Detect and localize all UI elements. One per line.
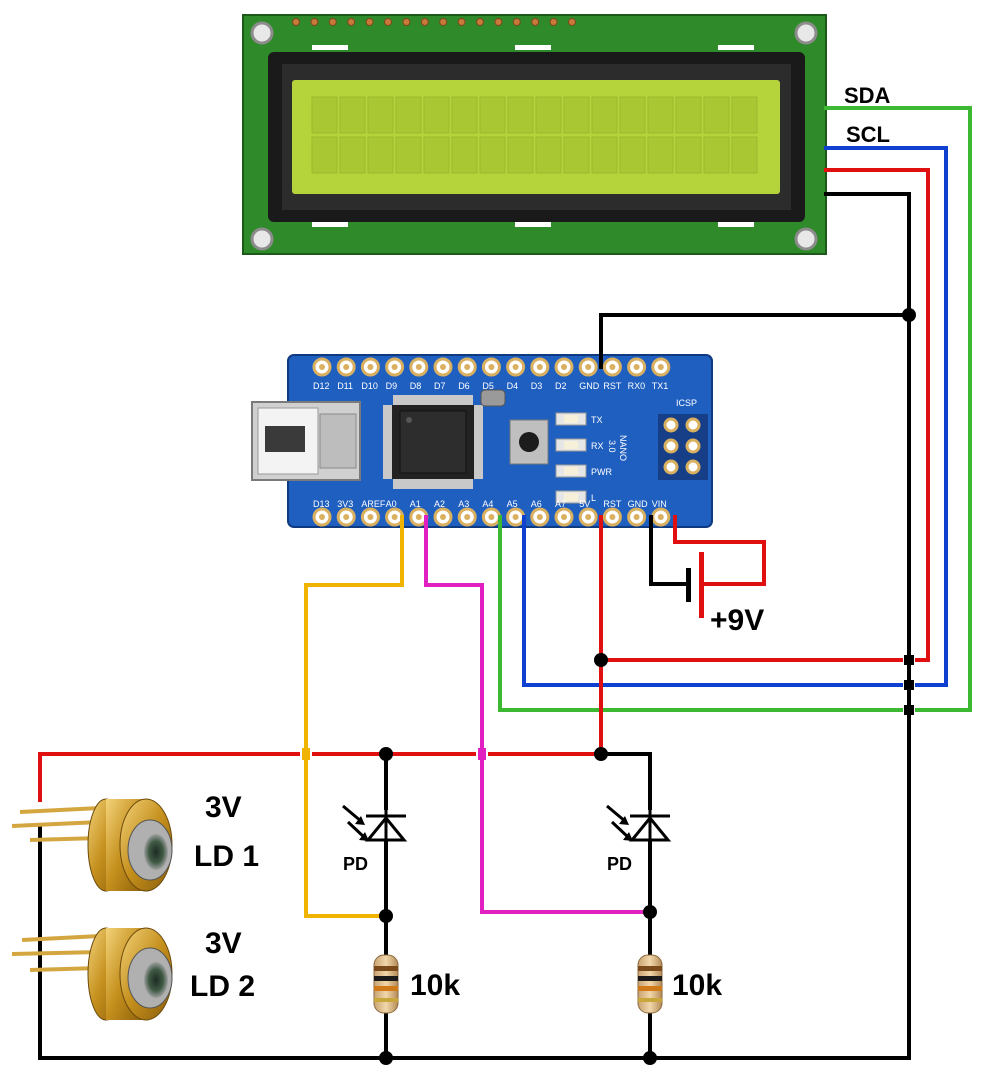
top-pin-label: D8 [410,381,422,391]
ld2-voltage: 3V [205,927,242,960]
junctions [379,308,916,1065]
vcc-rail-black [599,752,652,1060]
board-version: 3.0 [607,440,617,453]
led-label: PWR [591,467,612,477]
scl-wire [522,146,948,687]
lcd-header-pins [292,18,576,26]
ld1-name: LD 1 [194,840,259,873]
bottom-pin-label: A3 [458,499,469,509]
a0-wire [304,515,404,918]
arduino-nano: TX RX PWR L ICSP NANO 3.0 D12 D11 D10 D9 D8 D7 D6… [251,354,713,528]
bottom-pin-label: A7 [555,499,566,509]
ld1-voltage: 3V [205,791,242,824]
r1-label: 10k [410,969,460,1002]
bottom-pin-label: AREF [361,499,386,509]
top-pin-label: D2 [555,381,567,391]
battery-pos-wire [673,515,766,586]
laser-diode-2: 3V LD 2 [11,927,255,1021]
ld2-name: LD 2 [190,970,255,1003]
photodiode-2: PD [606,800,672,874]
bottom-pin-label: D13 [313,499,330,509]
bottom-pin-label: A0 [386,499,397,509]
battery-label: +9V [710,604,764,637]
battery-neg-wire [649,515,690,586]
sda-wire [498,106,972,712]
led-label: RX [591,441,604,451]
top-pin-label: D5 [482,381,494,391]
lcd-module [242,14,827,255]
pd2-label: PD [607,854,632,874]
a1-wire [424,515,652,914]
sda-label: SDA [844,83,891,108]
nano-gnd-wire [599,313,911,369]
bottom-pin-label: A2 [434,499,445,509]
top-pin-label: D10 [361,381,378,391]
resistor-2: 10k [637,954,722,1014]
usb-connector [251,401,361,481]
mcu-chip [383,395,483,489]
lcd-gnd-wire [38,192,911,1060]
top-pin-label: D11 [337,381,353,391]
bottom-pin-label: GND [628,499,649,509]
bottom-pin-label: A5 [507,499,518,509]
top-pin-label: D6 [458,381,470,391]
bottom-pin-label: A6 [531,499,542,509]
bottom-pin-label: A1 [410,499,421,509]
r2-label: 10k [672,969,722,1002]
bottom-pin-label: 3V3 [337,499,353,509]
lcd-vcc-wire [599,168,930,662]
board-name: NANO [618,435,628,461]
top-pin-label: D9 [386,381,398,391]
led-label: TX [591,415,603,425]
top-pin-label: D3 [531,381,543,391]
bottom-pin-label: VIN [652,499,667,509]
board-text: NANO 3.0 [607,435,628,461]
pd1-label: PD [343,854,368,874]
battery-symbol: +9V [686,552,764,637]
led-label: L [591,493,596,503]
icsp-header: ICSP [658,398,708,480]
vcc-rail-red [38,752,603,802]
laser-diode-1: 3V LD 1 [11,791,259,892]
scl-label: SCL [846,122,890,147]
top-pin-label: RST [603,381,622,391]
top-pin-label: D7 [434,381,446,391]
lcd-character-cells [311,96,758,174]
top-pin-label: GND [579,381,600,391]
top-pin-label: D4 [507,381,519,391]
status-leds: TX RX PWR L [555,412,612,504]
photodiode-1: PD [342,800,408,874]
top-pin-label: TX1 [652,381,669,391]
top-pin-label: D12 [313,381,330,391]
icsp-label: ICSP [676,398,697,408]
wire-crossings [300,655,915,760]
bottom-pin-label: 5V [579,499,590,509]
reset-button [509,419,549,465]
top-pin-label: RX0 [628,381,646,391]
bottom-pin-label: RST [603,499,622,509]
bottom-pin-label: A4 [482,499,493,509]
crystal [480,389,506,407]
resistor-1: 10k [373,954,460,1014]
